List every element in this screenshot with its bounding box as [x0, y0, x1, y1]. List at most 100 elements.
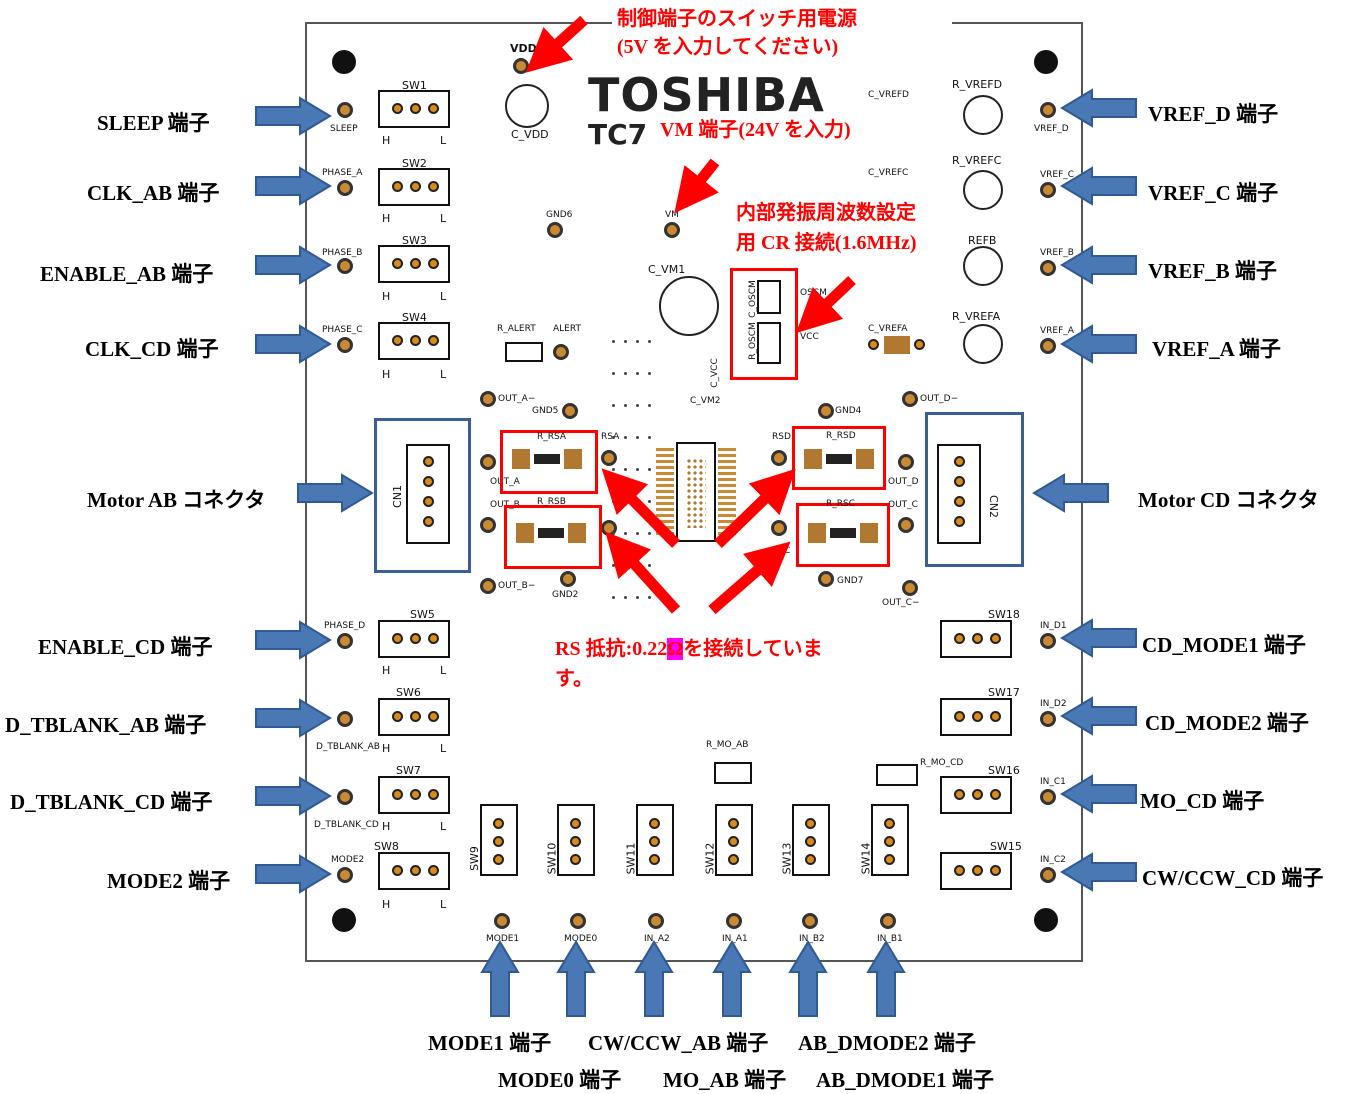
silk-out-c-minus: OUT_C−	[882, 598, 920, 608]
switch-sw18[interactable]	[940, 620, 1012, 658]
switch-sw11[interactable]	[636, 804, 674, 876]
silk-alert: ALERT	[553, 324, 581, 334]
switch-sw3[interactable]	[378, 245, 450, 283]
silk-mode1: MODE1	[486, 934, 520, 944]
via-dot	[648, 372, 651, 375]
label-mode0: MODE0 端子	[498, 1068, 622, 1092]
gnd6-testpoint	[547, 222, 563, 238]
switch-sw4[interactable]	[378, 322, 450, 360]
switch-pin	[428, 633, 439, 644]
rsd-testpoint[interactable]	[771, 450, 787, 466]
in-a1-testpoint[interactable]	[726, 913, 742, 929]
switch-sw16[interactable]	[940, 776, 1012, 814]
silk-l: L	[440, 368, 447, 381]
switch-sw10[interactable]	[557, 804, 595, 876]
switch-sw13[interactable]	[792, 804, 830, 876]
switch-pin	[410, 335, 421, 346]
phase-a-testpoint[interactable]	[337, 180, 353, 196]
silk-sleep: SLEEP	[330, 124, 358, 134]
r-rsd-highlight-box	[792, 426, 886, 490]
out-b-minus-testpoint[interactable]	[480, 578, 496, 594]
mounting-hole	[1034, 50, 1058, 74]
out-b-testpoint[interactable]	[480, 517, 496, 533]
in-c2-testpoint[interactable]	[1040, 867, 1056, 883]
arrow-motor-cd	[1032, 473, 1109, 513]
silk-gnd6: GND6	[546, 210, 573, 220]
switch-sw7[interactable]	[378, 776, 450, 814]
silk-h: H	[382, 664, 391, 677]
switch-sw1[interactable]	[378, 90, 450, 128]
switch-sw2[interactable]	[378, 168, 450, 206]
in-b2-testpoint[interactable]	[802, 913, 818, 929]
switch-sw5[interactable]	[378, 620, 450, 658]
cn1-pin	[423, 516, 434, 527]
out-a-testpoint[interactable]	[480, 454, 496, 470]
out-c-minus-testpoint[interactable]	[902, 580, 918, 596]
silk-r-rsa: R_RSA	[537, 432, 567, 442]
switch-pin	[649, 818, 660, 829]
switch-pin	[428, 181, 439, 192]
r-vrefd-potentiometer[interactable]	[963, 95, 1003, 135]
mode2-testpoint[interactable]	[337, 867, 353, 883]
rsa-testpoint[interactable]	[601, 450, 617, 466]
switch-sw15[interactable]	[940, 852, 1012, 890]
d-tblank-cd-testpoint[interactable]	[337, 789, 353, 805]
label-cwccw-cd: CW/CCW_CD 端子	[1142, 866, 1324, 890]
switch-sw8[interactable]	[378, 852, 450, 890]
d-tblank-ab-testpoint[interactable]	[337, 711, 353, 727]
label-mo-ab: MO_AB 端子	[663, 1068, 787, 1092]
out-a-minus-testpoint[interactable]	[480, 391, 496, 407]
alert-testpoint[interactable]	[553, 344, 569, 360]
r-alert-jumper[interactable]	[505, 342, 543, 362]
vref-d-testpoint[interactable]	[1040, 102, 1056, 118]
mode1-testpoint[interactable]	[494, 913, 510, 929]
via-dot	[648, 500, 651, 503]
switch-sw6[interactable]	[378, 698, 450, 736]
vm-testpoint[interactable]	[664, 222, 680, 238]
in-d2-testpoint[interactable]	[1040, 711, 1056, 727]
vref-a-testpoint[interactable]	[1040, 338, 1056, 354]
out-d-testpoint[interactable]	[898, 454, 914, 470]
switch-sw17[interactable]	[940, 698, 1012, 736]
r-vrefa-potentiometer[interactable]	[963, 324, 1003, 364]
vm-note-bg	[652, 114, 908, 146]
switch-pin	[392, 633, 403, 644]
rsc-testpoint[interactable]	[771, 520, 787, 536]
phase-d-testpoint[interactable]	[337, 633, 353, 649]
silk-mode0: MODE0	[564, 934, 598, 944]
in-c1-testpoint[interactable]	[1040, 789, 1056, 805]
switch-pin	[954, 865, 965, 876]
switch-pin	[805, 818, 816, 829]
r-vrefc-potentiometer[interactable]	[963, 170, 1003, 210]
sleep-testpoint[interactable]	[337, 102, 353, 118]
r-mo-ab-jumper[interactable]	[714, 762, 752, 784]
vref-c-testpoint[interactable]	[1040, 182, 1056, 198]
phase-c-testpoint[interactable]	[337, 337, 353, 353]
switch-sw9[interactable]	[480, 804, 518, 876]
out-c-testpoint[interactable]	[898, 517, 914, 533]
arrow-sleep	[255, 96, 332, 136]
silk-vref-b: VREF_B	[1040, 248, 1074, 258]
in-d1-testpoint[interactable]	[1040, 633, 1056, 649]
in-a2-testpoint[interactable]	[648, 913, 664, 929]
arrow-in-a1	[712, 940, 752, 1017]
rs-note-bg	[548, 632, 892, 698]
switch-sw12[interactable]	[715, 804, 753, 876]
r-mo-cd-jumper[interactable]	[876, 764, 918, 786]
phase-b-testpoint[interactable]	[337, 258, 353, 274]
cn2-pin	[954, 516, 965, 527]
silk-out-d-minus: OUT_D−	[920, 394, 959, 404]
via-dot	[636, 404, 639, 407]
cn1-pin	[423, 476, 434, 487]
r-rsa-highlight-box	[500, 430, 598, 494]
via-dot	[624, 404, 627, 407]
switch-pin	[428, 865, 439, 876]
r-vrefb-potentiometer[interactable]	[963, 246, 1003, 286]
cn2-pin	[954, 496, 965, 507]
out-d-minus-testpoint[interactable]	[902, 391, 918, 407]
in-b1-testpoint[interactable]	[880, 913, 896, 929]
switch-pin	[884, 836, 895, 847]
mode0-testpoint[interactable]	[570, 913, 586, 929]
switch-sw14[interactable]	[871, 804, 909, 876]
vref-b-testpoint[interactable]	[1040, 260, 1056, 276]
